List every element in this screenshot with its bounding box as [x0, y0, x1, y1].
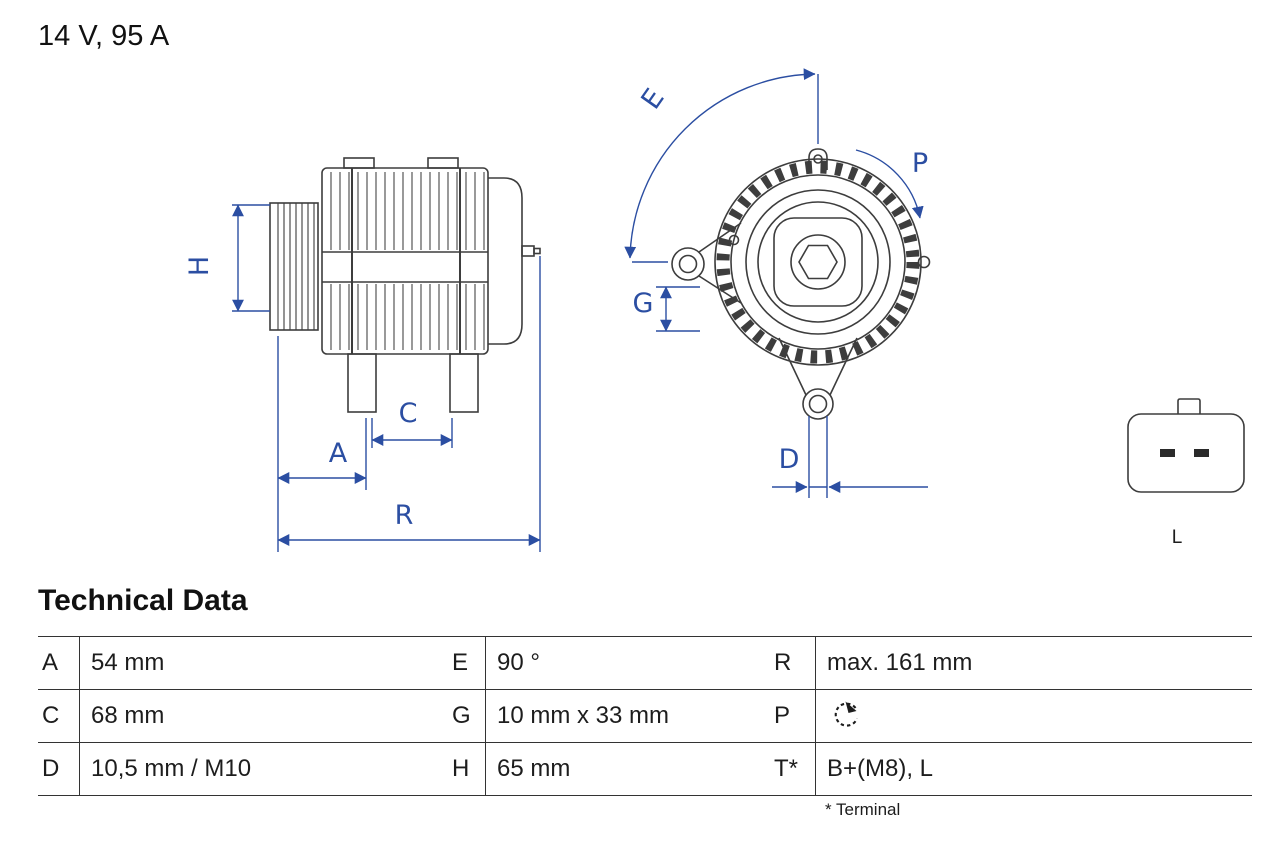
spec-value-g: 10 mm x 33 mm	[497, 702, 670, 729]
dim-label-a: A	[329, 438, 348, 469]
outer-ring	[714, 158, 922, 366]
spec-value-h: 65 mm	[497, 755, 571, 782]
terminal-tip	[533, 247, 541, 255]
top-tab-left	[343, 157, 375, 169]
shaft-nut	[798, 244, 838, 280]
spec-key-e: E	[448, 637, 486, 689]
pulley	[269, 202, 319, 331]
connector-tab	[1177, 398, 1201, 414]
inner-ring	[730, 174, 906, 350]
table-row: C 68 mm G 10 mm x 33 mm P	[38, 689, 1252, 742]
connector-pin-2	[1194, 449, 1209, 457]
body-bands	[322, 251, 488, 283]
dim-label-h: H	[184, 256, 215, 276]
spec-value-d: 10,5 mm / M10	[91, 755, 252, 782]
connector-pin-1	[1160, 449, 1175, 457]
dim-label-r: R	[395, 500, 414, 531]
housing-circle	[745, 189, 891, 335]
side-view-dimensions	[232, 204, 541, 552]
body-seams	[351, 168, 461, 354]
right-stud	[917, 255, 931, 269]
fan-guard	[773, 217, 863, 307]
connector-label: L	[1172, 527, 1183, 548]
dim-label-e: E	[635, 83, 670, 115]
mount-foot-right	[449, 353, 479, 413]
dim-label-g: G	[633, 288, 654, 319]
table-row: D 10,5 mm / M10 H 65 mm T* B+(M8), L	[38, 742, 1252, 796]
bottom-lug-outer	[802, 388, 834, 420]
connector-housing	[1127, 413, 1245, 493]
alternator-body	[321, 167, 489, 355]
rear-cover	[488, 177, 523, 345]
spec-value-t: B+(M8), L	[827, 755, 934, 782]
spec-key-c: C	[38, 690, 80, 742]
dim-label-d: D	[779, 444, 800, 475]
left-lug-outer	[671, 247, 705, 281]
spec-value-c: 68 mm	[91, 702, 165, 729]
mount-foot-left	[347, 353, 377, 413]
front-view-drawing	[671, 148, 931, 420]
housing-circle-2	[757, 201, 879, 323]
dim-label-c: C	[399, 398, 418, 429]
spec-key-h: H	[448, 743, 486, 795]
front-view-dimensions	[624, 68, 928, 498]
bottom-lug-hole	[808, 394, 828, 414]
body-fins-top	[330, 172, 485, 250]
bottom-lug-arms	[778, 337, 858, 396]
spec-key-d: D	[38, 743, 80, 795]
product-rating: 14 V, 95 A	[38, 20, 170, 52]
spec-key-p: P	[770, 690, 816, 742]
spec-value-r: max. 161 mm	[827, 649, 973, 676]
spec-key-t: T*	[770, 743, 816, 795]
dim-label-p: P	[912, 148, 928, 179]
spec-key-g: G	[448, 690, 486, 742]
rotation-ccw-icon	[834, 701, 858, 727]
terminal-stud	[521, 245, 535, 257]
spec-key-r: R	[770, 637, 816, 689]
body-fins-bottom	[330, 284, 485, 350]
spec-value-a: 54 mm	[91, 649, 165, 676]
terminal-footnote: * Terminal	[825, 800, 901, 819]
side-view-drawing	[269, 157, 541, 413]
left-lug-hole	[678, 254, 698, 274]
technical-drawing: H A C R E P G D	[184, 68, 1245, 552]
vent-slots	[716, 160, 920, 364]
shaft-collar	[790, 234, 846, 290]
connector-diagram	[1127, 398, 1245, 493]
spec-key-a: A	[38, 637, 80, 689]
top-tab-right	[427, 157, 459, 169]
spec-value-e: 90 °	[497, 649, 540, 676]
technical-data-table: A 54 mm E 90 ° R max. 161 mm C 68 mm G 1…	[38, 636, 1252, 796]
spec-value-p-rotation	[816, 690, 1252, 742]
pulley-grooves	[277, 203, 315, 330]
technical-data-title: Technical Data	[38, 584, 248, 617]
table-row: A 54 mm E 90 ° R max. 161 mm	[38, 636, 1252, 689]
